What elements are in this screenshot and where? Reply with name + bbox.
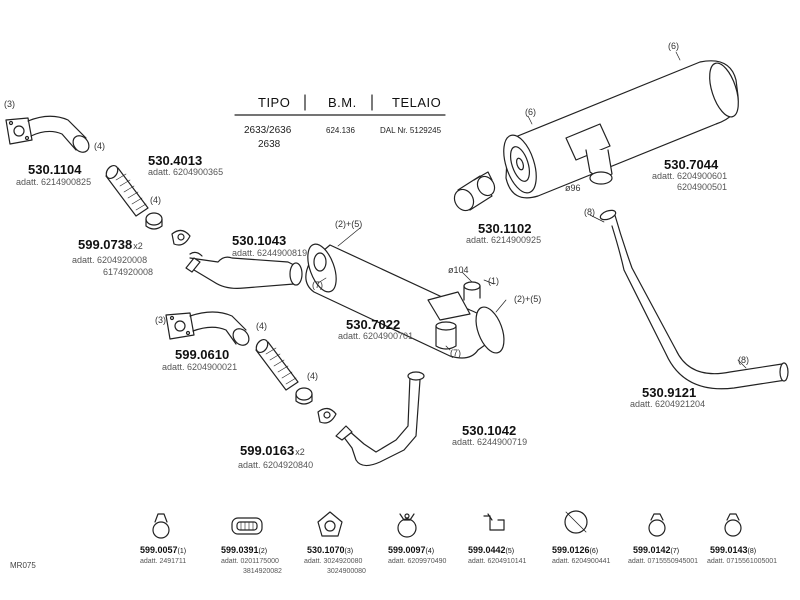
drawing-code: MR075 bbox=[10, 561, 36, 570]
bottom-part-530-1070-adatt2: 3024900080 bbox=[327, 568, 366, 575]
part-599-0163: 599.0163x2 bbox=[240, 443, 305, 458]
sleeve-clamp-top bbox=[145, 212, 191, 246]
header-tipo-2: 2638 bbox=[258, 139, 281, 150]
silencer-530-7044 bbox=[503, 60, 739, 199]
callout-7-bottom: (7) bbox=[450, 348, 461, 358]
callout-2-5-top: (2)+(5) bbox=[335, 219, 363, 229]
dim-104: ø104 bbox=[448, 265, 469, 275]
part-530-9121: 530.9121 bbox=[642, 385, 697, 400]
header-col-tipo: TIPO bbox=[258, 95, 291, 110]
tailpipe-530-9121 bbox=[599, 209, 789, 390]
callout-1: (1) bbox=[488, 276, 499, 286]
bottom-part-599-0097: 599.0097(4) bbox=[388, 545, 435, 556]
callout-4-top: (4) bbox=[94, 141, 105, 151]
bottom-part-599-0057-adatt: adatt. 2491711 bbox=[140, 558, 187, 565]
clamp-icon-7 bbox=[648, 513, 666, 537]
callout-2-5-right: (2)+(5) bbox=[514, 294, 542, 304]
silencer-530-7022 bbox=[305, 243, 505, 359]
header-table-lines bbox=[234, 94, 446, 116]
part-530-7022-adatt: adatt. 6204900701 bbox=[338, 331, 414, 341]
flange-pipe-top bbox=[5, 115, 90, 153]
part-530-1043-adatt: adatt. 6244900819 bbox=[232, 248, 308, 258]
bottom-part-599-0391: 599.0391(2) bbox=[221, 545, 268, 556]
part-530-1104: 530.1104 bbox=[28, 162, 82, 177]
bottom-part-599-0442: 599.0442(5) bbox=[468, 545, 515, 556]
flex-hose-mid bbox=[255, 338, 299, 391]
callout-3-mid: (3) bbox=[155, 315, 166, 325]
bottom-part-599-0442-adatt: adatt. 6204910141 bbox=[468, 558, 527, 565]
part-530-1042-adatt: adatt. 6244900719 bbox=[452, 437, 528, 447]
gasket-icon-2 bbox=[231, 517, 263, 535]
part-530-4013: 530.4013 bbox=[148, 153, 203, 168]
flange-pipe-mid bbox=[165, 311, 250, 346]
callout-3-top: (3) bbox=[4, 99, 15, 109]
part-599-0163-adatt: adatt. 6204920840 bbox=[238, 460, 314, 470]
part-599-0610-adatt: adatt. 6204900021 bbox=[162, 362, 238, 372]
sleeve-clamp-mid bbox=[295, 387, 337, 424]
bottom-part-599-0142-adatt: adatt. 0715550945001 bbox=[628, 558, 699, 565]
pipe-530-1102 bbox=[453, 171, 496, 212]
bottom-part-icons bbox=[152, 510, 742, 539]
part-599-0610: 599.0610 bbox=[175, 347, 230, 362]
part-530-1102-adatt: adatt. 6214900925 bbox=[466, 235, 542, 245]
bottom-part-599-0126-adatt: adatt. 6204900441 bbox=[552, 558, 611, 565]
part-530-1104-adatt: adatt. 6214900825 bbox=[16, 177, 92, 187]
pipe-530-1043 bbox=[185, 251, 303, 289]
part-599-0738-adatt2: 6174920008 bbox=[103, 267, 154, 277]
flange-icon-3 bbox=[317, 511, 343, 537]
clamp-icon-8 bbox=[724, 513, 742, 537]
header-col-telaio: TELAIO bbox=[392, 95, 442, 110]
clamp-icon-1 bbox=[152, 513, 170, 539]
bottom-part-599-0143-adatt: adatt. 0715561005001 bbox=[707, 558, 778, 565]
bracket-icon-5 bbox=[483, 513, 505, 531]
callout-8-top: (8) bbox=[584, 207, 595, 217]
callout-4-mid-b: (4) bbox=[307, 371, 318, 381]
bottom-part-530-1070-adatt: adatt. 3024920080 bbox=[304, 558, 363, 565]
part-530-1102: 530.1102 bbox=[478, 221, 532, 236]
bottom-part-599-0143: 599.0143(8) bbox=[710, 545, 757, 556]
part-599-0738-adatt: adatt. 6204920008 bbox=[72, 255, 148, 265]
part-530-4013-adatt: adatt. 6204900365 bbox=[148, 167, 224, 177]
bottom-part-599-0057: 599.0057(1) bbox=[140, 545, 187, 556]
part-530-1043: 530.1043 bbox=[232, 233, 287, 248]
bottom-part-599-0097-adatt: adatt. 6209970490 bbox=[388, 558, 447, 565]
dim-96: ø96 bbox=[565, 183, 581, 193]
header-col-bm: B.M. bbox=[328, 95, 357, 110]
callout-6-left: (6) bbox=[525, 107, 536, 117]
part-530-1042: 530.1042 bbox=[462, 423, 517, 438]
bottom-part-599-0391-adatt2: 3814920082 bbox=[243, 568, 282, 575]
bottom-part-599-0126: 599.0126(6) bbox=[552, 545, 599, 556]
part-530-7044: 530.7044 bbox=[664, 157, 719, 172]
callout-7-left: (7) bbox=[312, 280, 323, 290]
bottom-part-599-0142: 599.0142(7) bbox=[633, 545, 680, 556]
part-599-0738: 599.0738x2 bbox=[78, 237, 143, 252]
part-530-7022: 530.7022 bbox=[346, 317, 401, 332]
header-telaio-1: DAL Nr. 5129245 bbox=[380, 126, 442, 135]
flex-hose-top bbox=[105, 164, 149, 217]
callout-4-top-b: (4) bbox=[150, 195, 161, 205]
clamp-icon-4 bbox=[397, 513, 417, 538]
bottom-part-530-1070: 530.1070(3) bbox=[307, 545, 354, 556]
pipe-530-1042 bbox=[335, 371, 425, 467]
part-530-7044-adatt2: 6204900501 bbox=[677, 182, 728, 192]
header-bm-1: 624.136 bbox=[326, 126, 355, 135]
bottom-part-599-0391-adatt: adatt. 0201175000 bbox=[221, 558, 279, 565]
header-tipo-1: 2633/2636 bbox=[244, 125, 292, 136]
callout-4-mid: (4) bbox=[256, 321, 267, 331]
clamp-icon-6 bbox=[564, 510, 588, 534]
part-530-9121-adatt: adatt. 6204921204 bbox=[630, 399, 706, 409]
part-530-7044-adatt: adatt. 6204900601 bbox=[652, 171, 728, 181]
callout-6-top: (6) bbox=[668, 41, 679, 51]
callout-8-bottom: (8) bbox=[738, 355, 749, 365]
